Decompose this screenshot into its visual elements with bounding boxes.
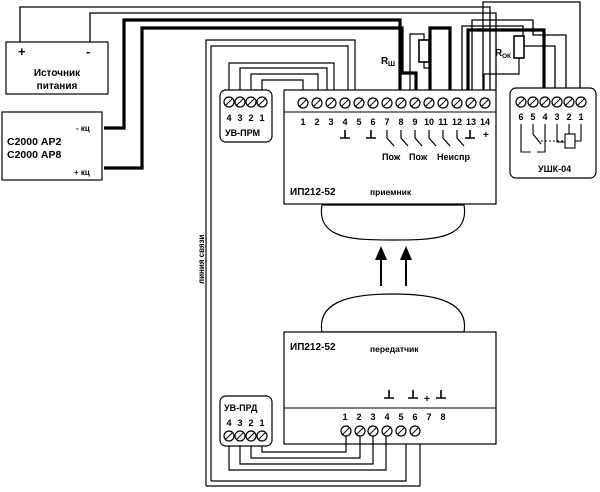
receiver-terminal-4: 4 xyxy=(342,117,347,127)
receiver-contact-label-fault: Неиспр xyxy=(437,152,470,162)
uvprm-label: УВ-ПРМ xyxy=(225,128,260,138)
transmitter-terminal-4: 4 xyxy=(384,412,389,422)
ushk-relay-symbol xyxy=(520,124,582,153)
link-line-wires xyxy=(205,39,421,487)
receiver-terminal-5: 5 xyxy=(356,117,361,127)
uvprd-terminal-2: 2 xyxy=(248,418,253,428)
resistor-rok: R ОК xyxy=(483,35,525,96)
rsh-label: R xyxy=(381,56,389,67)
uvprm-receiver-wires xyxy=(228,62,335,96)
receiver-terminal-7: 7 xyxy=(384,117,389,127)
power-source: + - Источник питания xyxy=(5,41,109,95)
power-plus-label: + xyxy=(18,44,26,59)
receiver-terminal-14: 14 xyxy=(480,117,490,127)
rok-subscript: ОК xyxy=(502,53,511,60)
transmitter-terminal-3: 3 xyxy=(370,412,375,422)
transmitter-terminal-5: 5 xyxy=(398,412,403,422)
ushk-terminal-2: 2 xyxy=(566,112,571,122)
receiver-terminal-9: 9 xyxy=(412,117,417,127)
s2000-minus-terminal: - кц xyxy=(76,124,90,133)
ushk-terminal-1: 1 xyxy=(578,112,583,122)
uv-prd: УВ-ПРД 4 3 2 1 xyxy=(219,395,273,447)
ushk-terminal-4: 4 xyxy=(542,112,547,122)
power-title-line1: Источник xyxy=(34,68,81,79)
transmitter-ground-symbols xyxy=(384,390,446,399)
receiver-ground-symbols xyxy=(340,130,475,139)
signal-arrows xyxy=(375,246,412,286)
receiver-role: приемник xyxy=(370,187,412,197)
ushk-terminal-3: 3 xyxy=(554,112,559,122)
transmitter-plus-sign: + xyxy=(424,394,430,405)
transmitter-terminal-1: 1 xyxy=(342,412,347,422)
transmitter-terminal-labels: 1 2 3 4 5 6 7 8 xyxy=(342,412,445,422)
link-line-label: линия связи xyxy=(197,234,206,284)
receiver-terminal-13: 13 xyxy=(466,117,476,127)
uvprd-terminal-1: 1 xyxy=(259,418,264,428)
uvprm-terminal-2: 2 xyxy=(248,113,253,123)
power-minus-label: - xyxy=(86,44,90,59)
receiver-terminal-6: 6 xyxy=(370,117,375,127)
receiver-terminal-3: 3 xyxy=(328,117,333,127)
ushk-terminal-6: 6 xyxy=(518,112,523,122)
s2000-block: - кц С2000 АР2 С2000 АР8 + кц xyxy=(1,111,103,181)
transmitter: ИП212-52 передатчик + 1 2 3 4 5 6 7 8 xyxy=(283,293,497,445)
transmitter-terminal-7: 7 xyxy=(426,412,431,422)
ushk-label: УШК-04 xyxy=(538,164,571,174)
uv-prm: 4 3 2 1 УВ-ПРМ xyxy=(219,89,273,143)
receiver-plus-sign: + xyxy=(483,130,489,141)
ushk-04: 6 5 4 3 2 1 УШК-04 xyxy=(509,87,597,179)
resistor-rsh: R Ш xyxy=(381,33,431,96)
transmitter-screw-terminals xyxy=(340,425,421,437)
transmitter-terminal-2: 2 xyxy=(356,412,361,422)
receiver-contact-label-fire1: Пож xyxy=(382,152,401,162)
rok-label: R xyxy=(495,48,503,59)
rsh-subscript: Ш xyxy=(388,61,395,68)
receiver-relay-contacts xyxy=(386,130,465,147)
transmitter-role: передатчик xyxy=(370,344,419,354)
receiver-terminal-2: 2 xyxy=(314,117,319,127)
uvprd-transmitter-wires xyxy=(228,433,387,471)
ushk-terminal-5: 5 xyxy=(530,112,535,122)
receiver-terminal-12: 12 xyxy=(452,117,462,127)
s2000-model-line2: С2000 АР8 xyxy=(7,149,61,161)
receiver-terminal-8: 8 xyxy=(398,117,403,127)
uvprm-terminal-1: 1 xyxy=(259,113,264,123)
signal-wires xyxy=(104,18,546,170)
s2000-model-line1: С2000 АР2 xyxy=(7,136,61,148)
receiver-terminal-1: 1 xyxy=(300,117,305,127)
receiver-model: ИП212-52 xyxy=(290,187,336,198)
uvprd-label: УВ-ПРД xyxy=(224,403,258,413)
transmitter-model: ИП212-52 xyxy=(290,342,336,353)
receiver-terminal-11: 11 xyxy=(438,117,448,127)
uvprm-terminal-4: 4 xyxy=(226,113,231,123)
receiver-terminal-labels: 1 2 3 4 5 6 7 8 9 10 11 12 13 14 xyxy=(300,117,490,127)
receiver: ИП212-52 приемник 1 2 3 4 5 6 7 8 9 10 1… xyxy=(283,89,497,241)
receiver-contact-label-fire2: Пож xyxy=(409,152,428,162)
uvprm-terminal-3: 3 xyxy=(237,113,242,123)
uvprd-terminal-4: 4 xyxy=(226,418,231,428)
power-title-line2: питания xyxy=(37,81,78,92)
transmitter-terminal-8: 8 xyxy=(440,412,445,422)
uvprd-terminal-3: 3 xyxy=(237,418,242,428)
transmitter-terminal-6: 6 xyxy=(412,412,417,422)
receiver-terminal-10: 10 xyxy=(424,117,434,127)
s2000-plus-terminal: + кц xyxy=(74,168,90,177)
receiver-screw-terminals xyxy=(297,97,491,109)
